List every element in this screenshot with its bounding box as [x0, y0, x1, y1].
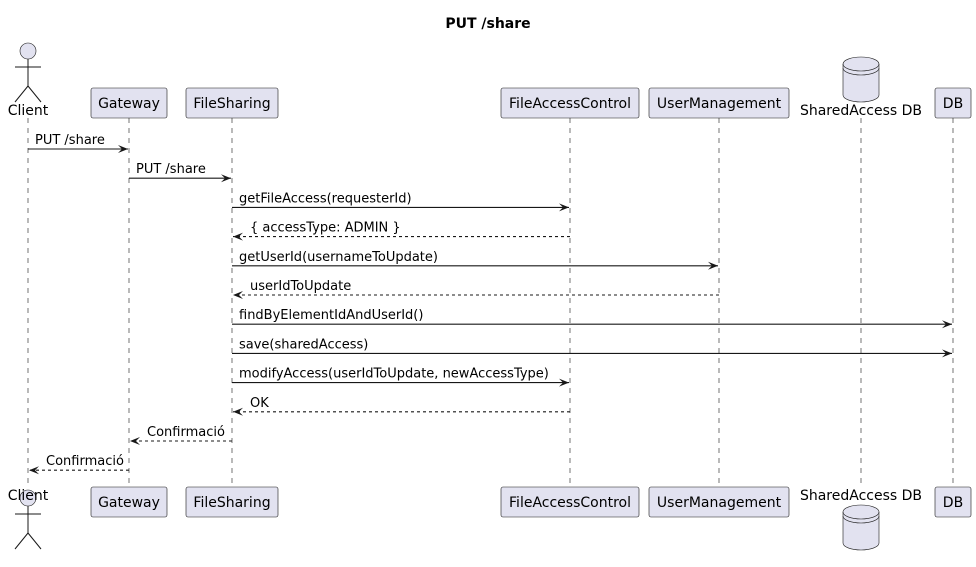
participant-sharedaccessdb-top: SharedAccess DB [800, 56, 922, 119]
arrow-head-icon [233, 407, 243, 416]
participant-box [185, 87, 279, 119]
arrow-head-icon [233, 291, 243, 299]
message-3: getFileAccess(requesterId) [232, 191, 569, 212]
message-6: userIdToUpdate [233, 279, 719, 299]
participant-box [934, 87, 972, 119]
participant-gateway-top: Gateway [90, 87, 168, 119]
participants-bottom: Client Gateway FileSharing FileAccessContro… [8, 486, 972, 551]
participant-gateway-bottom: Gateway [90, 486, 168, 518]
arrow-head-icon [221, 174, 231, 183]
arrow-head-icon [708, 261, 718, 270]
arrow-head-icon [130, 437, 140, 445]
database-icon [842, 504, 880, 551]
participant-label: SharedAccess DB [800, 488, 922, 504]
diagram-title: PUT /share [445, 16, 530, 32]
participant-label: Gateway [98, 96, 160, 112]
participant-usermanagement-top: UserManagement [648, 87, 790, 119]
participant-client-bottom: Client [8, 488, 49, 550]
message-12: Confirmació [29, 454, 129, 475]
arrow-head-icon [233, 232, 243, 241]
message-11: Confirmació [130, 425, 232, 445]
lifelines [27, 118, 954, 487]
participant-box [648, 486, 790, 518]
database-icon [842, 56, 880, 103]
participant-label: DB [943, 96, 963, 112]
participant-label: FileSharing [193, 96, 270, 112]
participant-box [500, 486, 640, 518]
participant-sharedaccessdb-bottom: SharedAccess DB [800, 488, 922, 551]
message-5: getUserId(usernameToUpdate) [232, 250, 718, 270]
message-label: findByElementIdAndUserId() [239, 308, 423, 323]
participant-box [185, 486, 279, 518]
participant-usermanagement-bottom: UserManagement [648, 486, 790, 518]
actor-icon [14, 42, 42, 103]
participant-filesharing-bottom: FileSharing [185, 486, 279, 518]
message-label: PUT /share [136, 162, 206, 177]
arrow-head-icon [559, 203, 569, 212]
participant-box [500, 87, 640, 119]
arrow-head-icon [29, 466, 39, 475]
participant-box [934, 486, 972, 518]
message-label: { accessType: ADMIN } [250, 221, 401, 236]
actor-icon [14, 489, 42, 550]
message-label: getFileAccess(requesterId) [239, 191, 412, 206]
participant-box [90, 486, 168, 518]
participant-db-bottom: DB [934, 486, 972, 518]
participant-label: FileSharing [193, 495, 270, 511]
arrow-head-icon [559, 378, 569, 387]
message-label: Confirmació [46, 454, 124, 469]
message-8: save(sharedAccess) [232, 337, 952, 358]
participant-box [648, 87, 790, 119]
participant-label: Client [8, 103, 49, 119]
message-4: { accessType: ADMIN } [233, 221, 570, 241]
message-label: getUserId(usernameToUpdate) [239, 250, 438, 265]
participant-fileaccesscontrol-bottom: FileAccessControl [500, 486, 640, 518]
message-label: OK [250, 396, 269, 411]
participant-label: Gateway [98, 495, 160, 511]
message-1: PUT /share [28, 133, 128, 153]
participant-fileaccesscontrol-top: FileAccessControl [500, 87, 640, 119]
participant-box [90, 87, 168, 119]
participant-label: FileAccessControl [509, 495, 631, 511]
participant-db-top: DB [934, 87, 972, 119]
message-label: save(sharedAccess) [239, 337, 368, 352]
arrow-head-icon [942, 349, 952, 358]
participant-label: SharedAccess DB [800, 103, 922, 119]
participant-client-top: Client [8, 42, 49, 119]
participant-label: Client [8, 488, 49, 504]
arrow-head-icon [118, 145, 128, 153]
participants-top: Client Gateway FileSharing FileAccessContro… [8, 42, 972, 119]
message-9: modifyAccess(userIdToUpdate, newAccessTy… [232, 367, 569, 387]
message-7: findByElementIdAndUserId() [232, 308, 952, 329]
arrow-head-icon [942, 320, 952, 329]
participant-label: FileAccessControl [509, 96, 631, 112]
participant-filesharing-top: FileSharing [185, 87, 279, 119]
message-label: PUT /share [35, 133, 105, 148]
message-label: userIdToUpdate [250, 279, 351, 294]
participant-label: DB [943, 495, 963, 511]
participant-label: UserManagement [657, 495, 782, 511]
message-label: modifyAccess(userIdToUpdate, newAccessTy… [239, 367, 549, 382]
message-2: PUT /share [129, 162, 231, 183]
message-label: Confirmació [147, 425, 225, 440]
message-10: OK [233, 396, 570, 416]
participant-label: UserManagement [657, 96, 782, 112]
